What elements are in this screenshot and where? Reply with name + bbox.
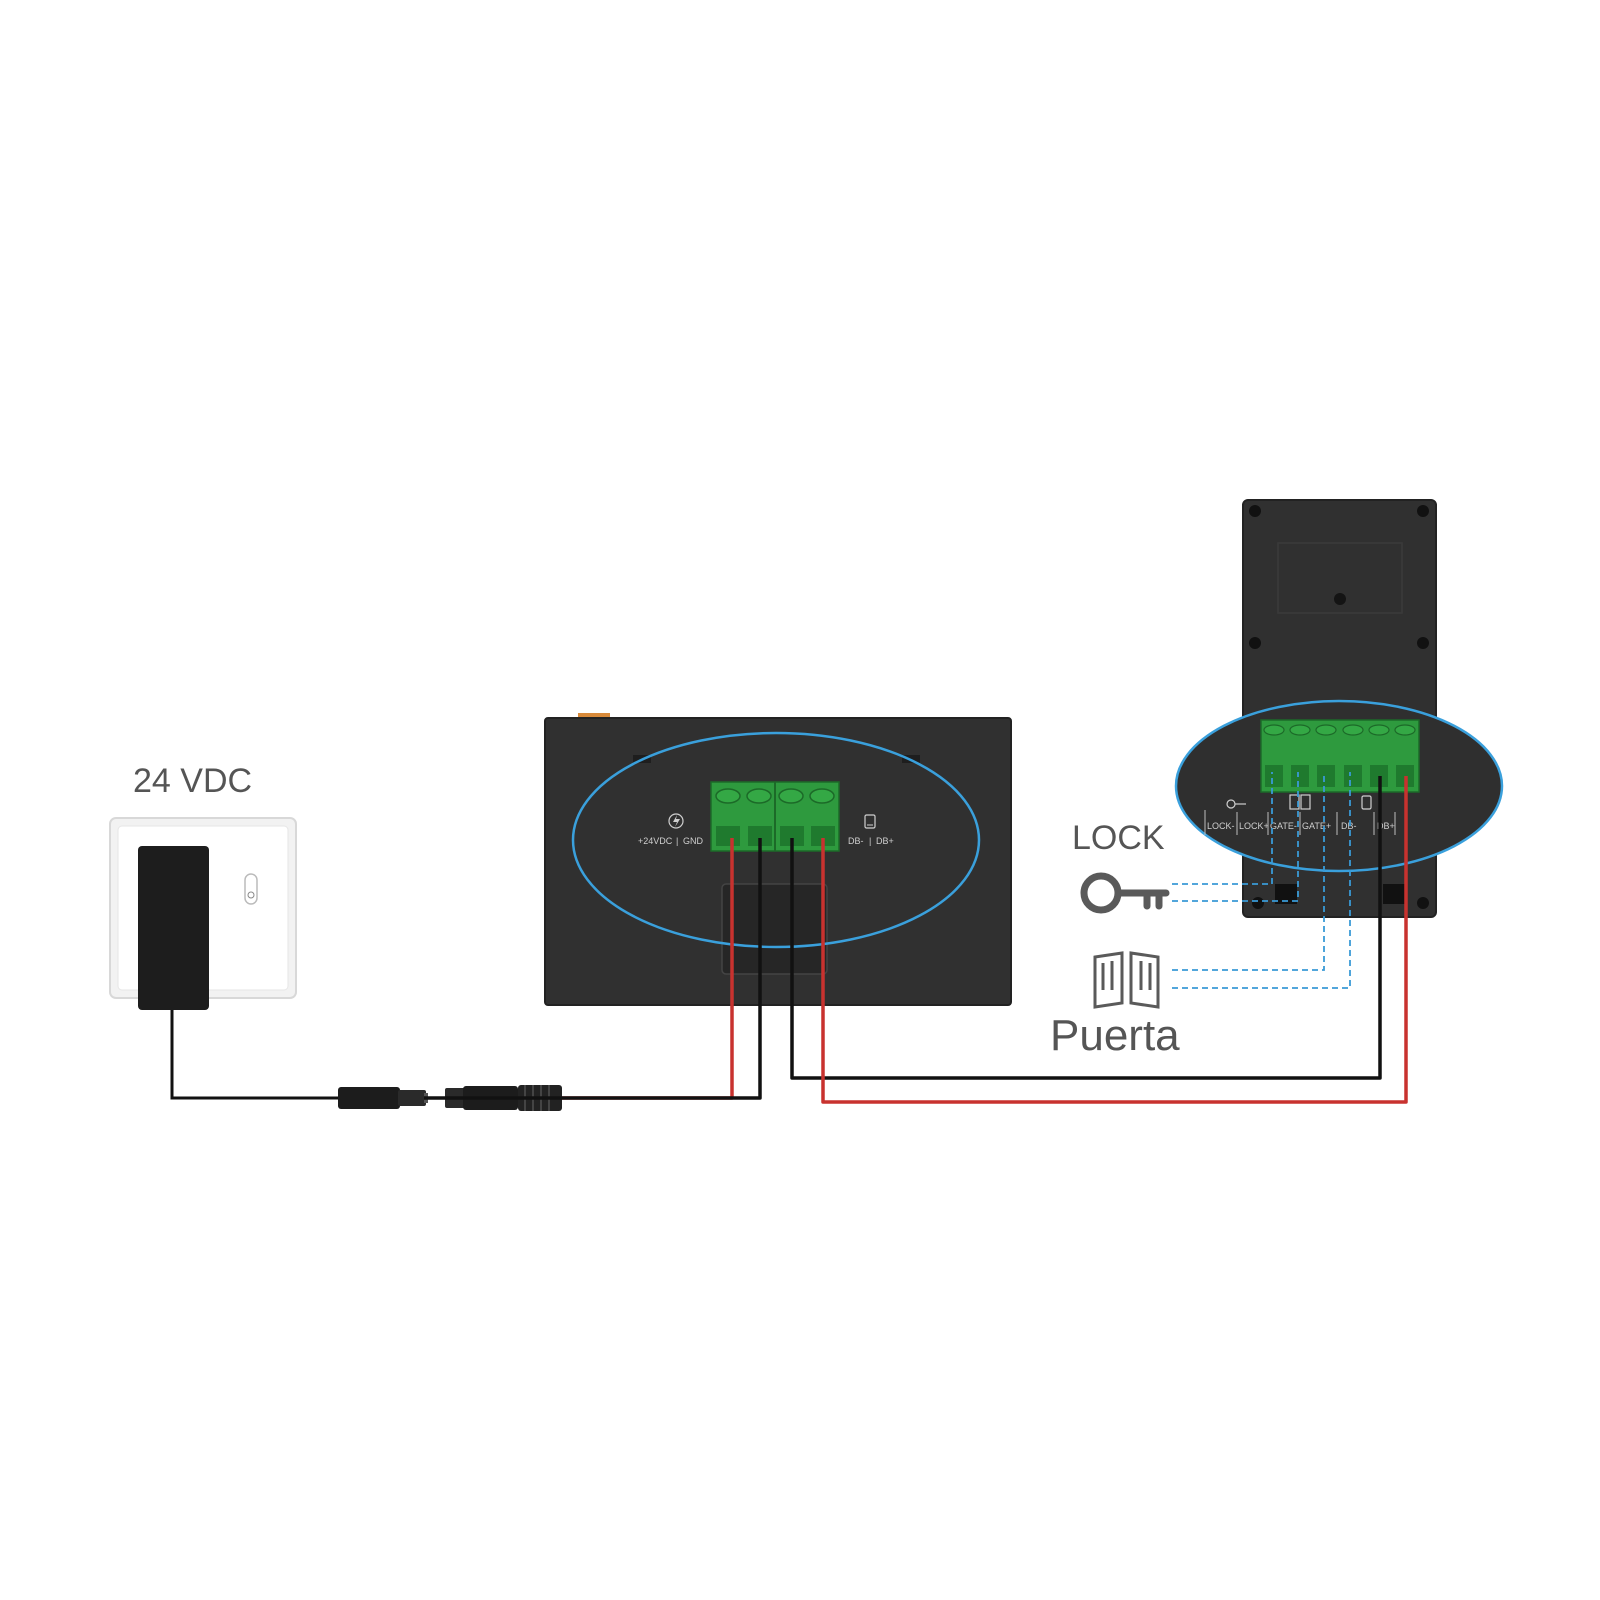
outdoor-terminal-label: DB-	[1341, 821, 1357, 831]
outdoor-terminal-label: GATE-	[1270, 821, 1297, 831]
bolt-icon	[668, 813, 684, 829]
monitor-terminal-label: DB+	[876, 836, 894, 846]
power-adapter	[138, 846, 209, 1010]
outdoor-terminal-label: DB+	[1377, 821, 1395, 831]
monitor-terminal-block	[710, 781, 840, 852]
lock-label: LOCK	[1072, 819, 1165, 857]
wires	[424, 776, 1408, 1104]
outdoor-terminal-block	[1260, 719, 1420, 793]
indoor-monitor	[544, 713, 1012, 1006]
adapter-cable	[170, 1010, 342, 1100]
monitor-terminal-highlight	[571, 731, 981, 949]
monitor-label-separator: |	[869, 836, 871, 846]
outdoor-terminal-label: GATE+	[1302, 821, 1331, 831]
door-icon	[1093, 951, 1160, 1009]
monitor-terminal-label: DB-	[848, 836, 864, 846]
door-icon	[1289, 794, 1311, 810]
outdoor-terminal-label: LOCK-	[1207, 821, 1235, 831]
monitor-terminal-label: +24VDC	[638, 836, 673, 846]
gate-label: Puerta	[1050, 1011, 1180, 1060]
dc-plug-male	[338, 1087, 428, 1109]
monitor-label-separator: |	[676, 836, 678, 846]
power-switch-icon	[244, 873, 258, 905]
doorbell-icon	[1361, 795, 1372, 810]
power-label: 24 VDC	[133, 762, 252, 800]
doorbell-icon	[864, 814, 876, 829]
key-icon	[1226, 799, 1246, 809]
key-icon	[1080, 872, 1170, 914]
dashed-wires	[1172, 772, 1351, 989]
outdoor-terminal-label: LOCK+	[1239, 821, 1269, 831]
monitor-terminal-label: GND	[683, 836, 704, 846]
